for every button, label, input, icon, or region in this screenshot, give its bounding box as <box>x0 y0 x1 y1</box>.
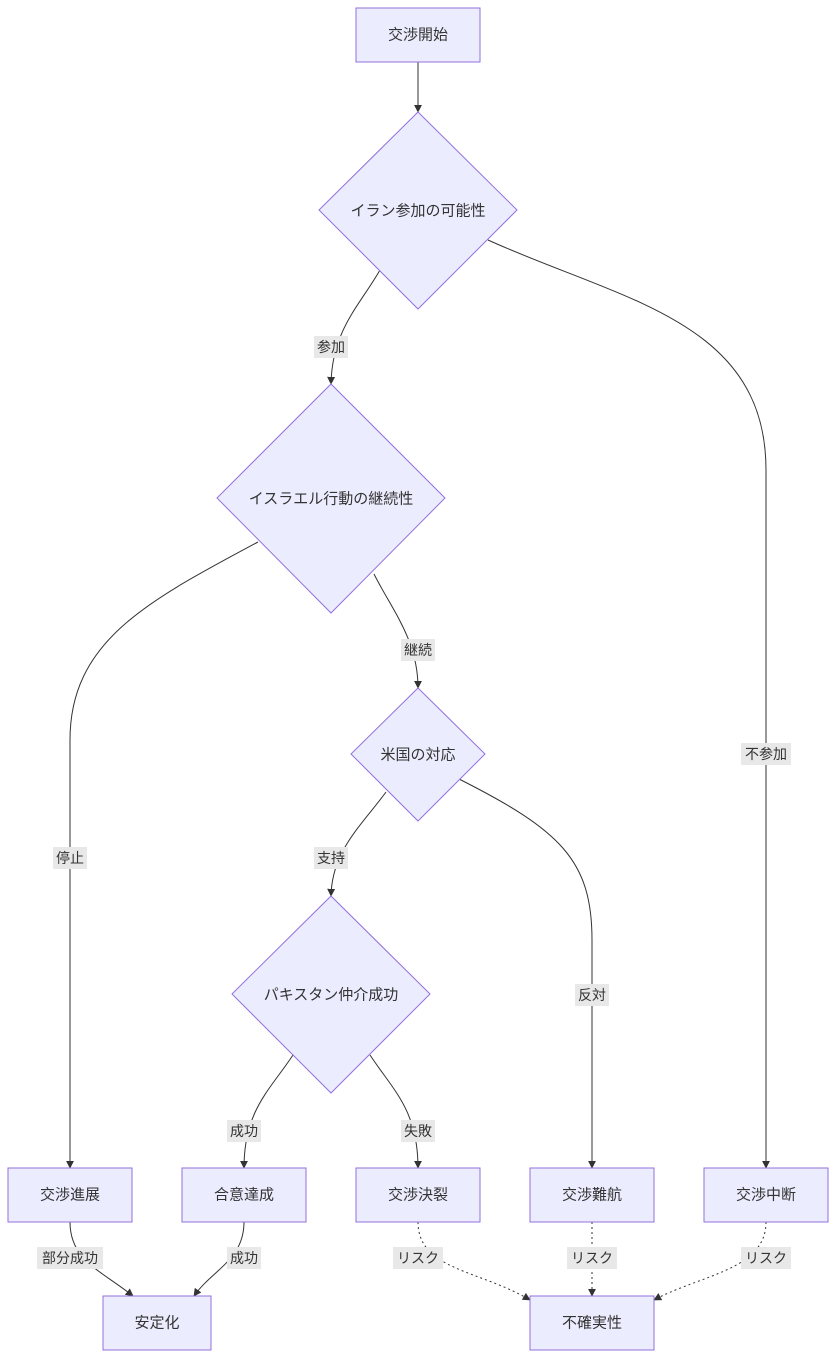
edge-label-agreement-success: 成功 <box>227 1247 261 1269</box>
edge-israel-to-progress <box>66 541 259 1169</box>
edge-iran-to-israel <box>327 269 381 385</box>
edge-label-risk-suspended: リスク <box>741 1247 791 1269</box>
node-breakdown-label: 交渉決裂 <box>388 1186 448 1204</box>
edge-label-oppose: 反対 <box>575 984 609 1006</box>
edge-pakistan-to-agreement <box>240 1054 294 1169</box>
edge-label-continue: 継続 <box>401 639 435 661</box>
svg-text:停止: 停止 <box>56 850 84 867</box>
node-suspended-label: 交渉中断 <box>736 1186 796 1204</box>
node-start: 交渉開始 <box>355 7 481 63</box>
svg-text:参加: 参加 <box>317 339 345 356</box>
svg-text:成功: 成功 <box>230 1251 258 1267</box>
node-israel-action-label: イスラエル行動の継続性 <box>249 490 414 508</box>
svg-text:リスク: リスク <box>397 1251 439 1267</box>
node-israel-action: イスラエル行動の継続性 <box>216 383 446 614</box>
edge-label-success: 成功 <box>227 1120 261 1142</box>
node-difficult-label: 交渉難航 <box>562 1186 622 1204</box>
svg-text:失敗: 失敗 <box>404 1124 432 1140</box>
svg-text:反対: 反対 <box>578 988 606 1004</box>
svg-text:成功: 成功 <box>230 1124 258 1140</box>
node-pakistan-mediation-label: パキスタン仲介成功 <box>264 986 399 1004</box>
svg-text:継続: 継続 <box>404 642 432 659</box>
edge-iran-to-suspended <box>487 239 770 1169</box>
edge-agreement-to-stabilization <box>193 1221 245 1297</box>
edge-labels: 参加 不参加 停止 継続 支持 反対 成功 失敗 <box>37 336 791 1269</box>
edge-us-to-difficult <box>458 778 596 1169</box>
svg-text:不参加: 不参加 <box>745 746 787 763</box>
edge-label-support: 支持 <box>314 847 348 869</box>
node-iran-participation-label: イラン参加の可能性 <box>350 202 485 220</box>
node-iran-participation: イラン参加の可能性 <box>318 111 518 310</box>
edge-label-risk-breakdown: リスク <box>393 1247 443 1269</box>
node-uncertainty: 不確実性 <box>529 1295 655 1351</box>
node-suspended: 交渉中断 <box>703 1167 829 1223</box>
edge-label-failure: 失敗 <box>401 1120 435 1142</box>
edge-label-risk-difficult: リスク <box>567 1247 617 1269</box>
edge-israel-to-us <box>373 573 422 689</box>
node-progress: 交渉進展 <box>7 1167 133 1223</box>
node-breakdown: 交渉決裂 <box>355 1167 481 1223</box>
edge-label-not-participate: 不参加 <box>741 743 791 765</box>
node-stabilization: 安定化 <box>102 1295 212 1351</box>
node-agreement-label: 合意達成 <box>214 1186 274 1204</box>
node-uncertainty-label: 不確実性 <box>562 1314 622 1332</box>
edge-label-stop: 停止 <box>53 847 87 869</box>
node-us-response: 米国の対応 <box>350 687 486 822</box>
node-start-label: 交渉開始 <box>388 26 448 44</box>
svg-text:部分成功: 部分成功 <box>42 1251 98 1267</box>
svg-text:リスク: リスク <box>571 1251 613 1267</box>
edge-label-participate: 参加 <box>314 336 348 358</box>
nodes: 交渉開始 イラン参加の可能性 イスラエル行動の継続性 米国の対応 パキスタン仲介… <box>7 7 829 1351</box>
node-us-response-label: 米国の対応 <box>380 746 455 764</box>
node-pakistan-mediation: パキスタン仲介成功 <box>231 895 431 1094</box>
edge-us-to-pakistan <box>327 791 387 897</box>
edge-pakistan-to-breakdown <box>369 1054 422 1169</box>
node-difficult: 交渉難航 <box>529 1167 655 1223</box>
svg-text:支持: 支持 <box>317 851 345 867</box>
node-progress-label: 交渉進展 <box>40 1186 100 1204</box>
edge-label-partial-success: 部分成功 <box>37 1247 103 1269</box>
edge-suspended-to-uncertainty <box>653 1221 767 1301</box>
svg-text:リスク: リスク <box>745 1251 787 1267</box>
node-stabilization-label: 安定化 <box>134 1314 179 1332</box>
node-agreement: 合意達成 <box>181 1167 307 1223</box>
